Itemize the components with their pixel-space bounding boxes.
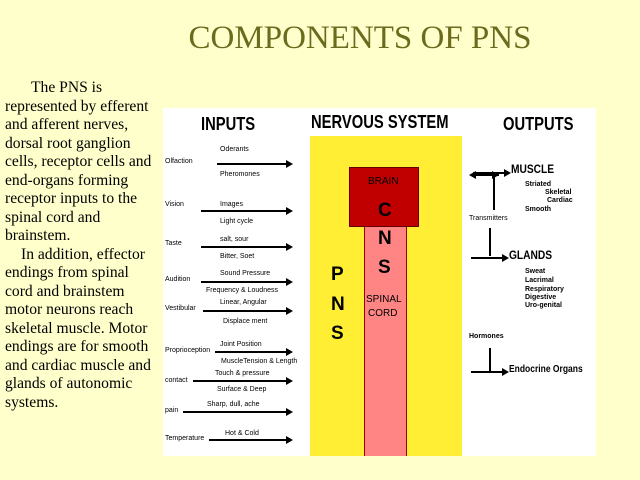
arrow-right-icon [203,307,293,314]
sense-label: Temperature [165,435,205,442]
sense-label: Proprioception [165,347,211,354]
cord-label: CORD [368,308,398,319]
arrow-right-icon [201,207,293,214]
stimulus-top: Hot & Cold [225,430,259,437]
arrow-right-icon [473,169,511,176]
muscle-item-smooth: Smooth [525,206,552,213]
pns-letter-n: N [331,294,345,315]
stimulus-bottom: Displace ment [223,318,268,325]
arrow-right-icon [209,436,293,443]
body-text: The PNS is represented by efferent and a… [5,79,157,412]
stimulus-top: Sound Pressure [220,270,271,277]
stimulus-top: salt, sour [220,236,249,243]
cns-letter-c: C [378,200,392,221]
glands-line [489,228,491,256]
endocrine-label: Endocrine Organs [509,364,583,375]
gland-item-sweat: Sweat [525,268,546,275]
gland-item-respiratory: Respiratory [525,286,564,293]
muscle-item-cardiac: Cardiac [547,197,573,204]
gland-item-urogenital: Uro-genital [525,302,562,309]
arrow-right-icon [183,408,293,415]
hormones-line [489,348,491,372]
sense-label: Vestibular [165,305,196,312]
stimulus-bottom: Pheromones [220,171,260,178]
transmitters-label: Transmitters [469,215,508,222]
page-title: COMPONENTS OF PNS [188,20,532,56]
stimulus-bottom: Bitter, Soet [220,253,255,260]
sense-label: Vision [165,201,184,208]
stimulus-bottom: Surface & Deep [217,386,267,393]
arrow-right-icon [215,348,293,355]
arrow-right-icon [201,278,293,285]
sense-label: contact [165,377,188,384]
pns-diagram: INPUTS NERVOUS SYSTEM OUTPUTS BRAIN C N … [163,108,596,456]
cns-letter-s: S [378,257,391,278]
arrow-right-icon [201,243,293,250]
stimulus-top: Touch & pressure [215,370,270,377]
gland-item-lacrimal: Lacrimal [525,277,554,284]
sense-label: Olfaction [165,158,193,165]
pns-letter-p: P [331,264,344,285]
stimulus-top: Images [220,201,243,208]
cns-letter-n: N [378,228,392,249]
brain-label: BRAIN [368,176,399,187]
stimulus-bottom: Light cycle [220,218,254,225]
arrow-right-icon [471,368,509,375]
stimulus-top: Oderants [220,146,249,153]
stimulus-top: Sharp, dull, ache [207,401,260,408]
hormones-label: Hormones [469,333,504,340]
glands-label: GLANDS [509,248,553,262]
inputs-heading: INPUTS [201,114,256,134]
muscle-item-striated: Striated [525,181,552,188]
transmitter-line [493,174,495,210]
gland-item-digestive: Digestive [525,294,557,301]
arrow-right-icon [471,254,509,261]
stimulus-top: Joint Position [220,341,262,348]
brain-box [349,167,419,227]
arrow-right-icon [193,377,293,384]
spinal-cord-box [364,225,407,456]
paragraph-2: In addition, effector endings from spina… [5,245,151,411]
sense-label: pain [165,407,179,414]
stimulus-bottom: Frequency & Loudness [206,287,278,294]
pns-letter-s: S [331,323,344,344]
stimulus-top: Linear, Angular [220,299,267,306]
sense-label: Audition [165,276,191,283]
sense-label: Taste [165,240,182,247]
arrow-right-icon [217,160,293,167]
nervous-system-heading: NERVOUS SYSTEM [311,112,449,132]
muscle-item-skeletal: Skeletal [545,189,572,196]
paragraph-1: The PNS is represented by efferent and a… [5,79,152,244]
stimulus-bottom: MuscleTension & Length [221,358,298,365]
outputs-heading: OUTPUTS [503,114,574,134]
spinal-label: SPINAL [366,294,402,305]
muscle-label: MUSCLE [511,162,555,176]
